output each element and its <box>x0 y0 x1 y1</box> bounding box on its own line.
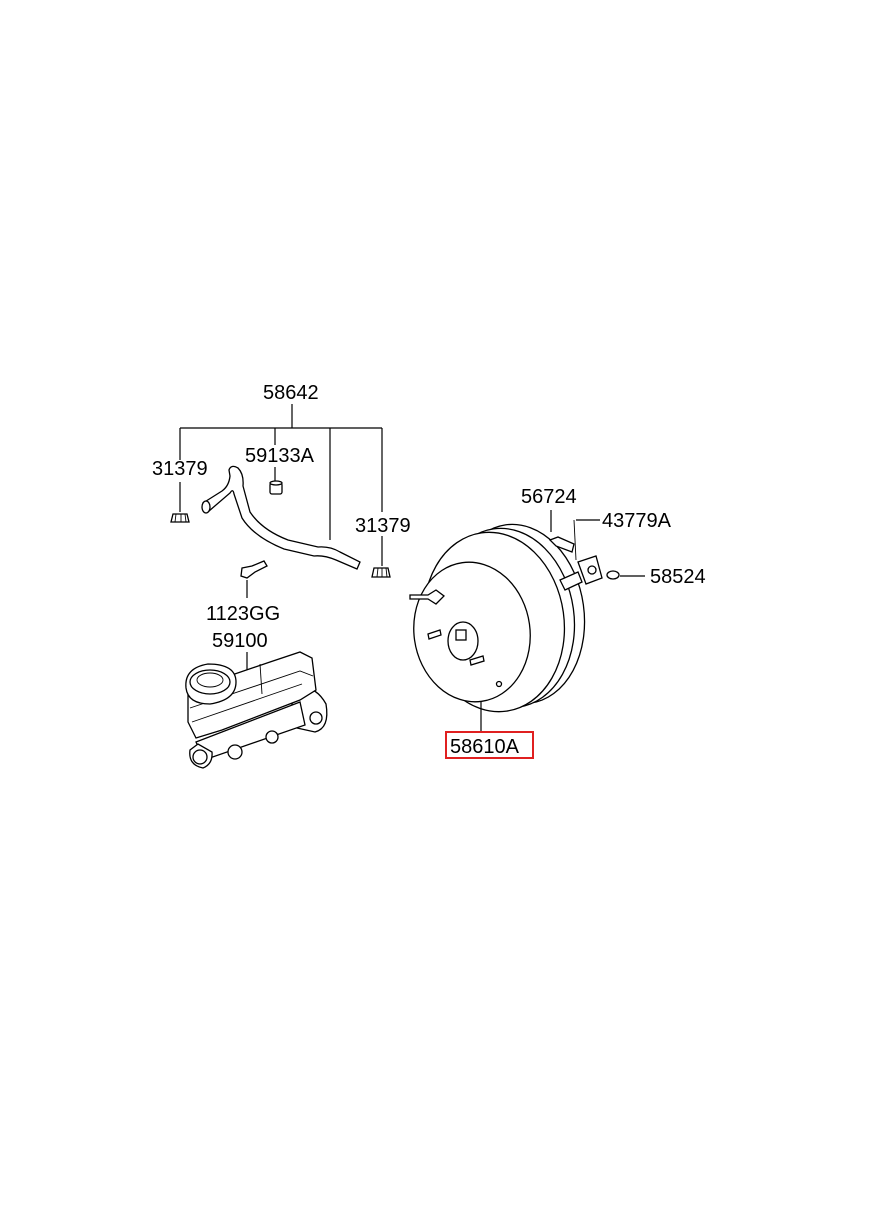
label-43779A[interactable]: 43779A <box>602 510 672 532</box>
bolt-1123GG[interactable] <box>240 560 268 598</box>
label-59100[interactable]: 59100 <box>212 630 268 652</box>
label-58524[interactable]: 58524 <box>650 566 706 588</box>
check-valve-59133A[interactable] <box>269 480 283 495</box>
label-58610A[interactable]: 58610A <box>450 736 520 758</box>
brake-booster[interactable] <box>405 510 645 733</box>
leader-58642 <box>179 404 383 566</box>
label-59133A[interactable]: 59133A <box>245 445 315 467</box>
label-31379-left[interactable]: 31379 <box>152 458 208 480</box>
vacuum-hose[interactable] <box>201 465 361 570</box>
label-58642[interactable]: 58642 <box>263 382 319 404</box>
label-56724[interactable]: 56724 <box>521 486 577 508</box>
clip-31379-right[interactable] <box>371 567 391 578</box>
label-1123GG[interactable]: 1123GG <box>206 603 280 625</box>
highlight-box-58610A <box>445 731 534 759</box>
clip-31379-left[interactable] <box>170 513 190 523</box>
label-31379-right[interactable]: 31379 <box>355 515 411 537</box>
master-cylinder[interactable] <box>185 651 328 769</box>
